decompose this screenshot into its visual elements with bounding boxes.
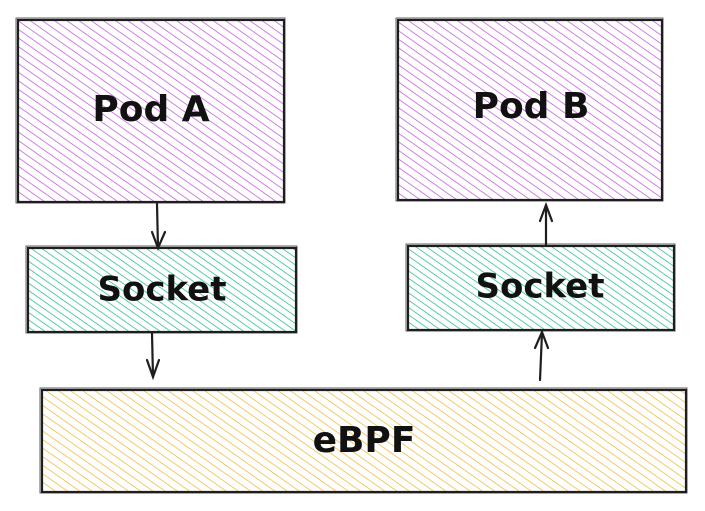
arrow-socket-b-to-pod-b — [538, 201, 554, 247]
socket-b-label: Socket — [475, 267, 604, 307]
socket-b-node: Socket — [405, 243, 676, 332]
pod-b-label: Pod B — [473, 86, 590, 127]
socket-a-label: Socket — [97, 270, 226, 310]
arrow-pod-a-to-socket-a — [150, 202, 167, 251]
ebpf-node: eBPF — [39, 387, 688, 494]
pod-a-node: Pod A — [15, 17, 286, 204]
pod-b-node: Pod B — [395, 17, 664, 202]
arrow-socket-a-to-ebpf — [145, 331, 161, 381]
pod-a-label: Pod A — [92, 89, 209, 130]
arrow-ebpf-to-socket-b — [533, 329, 550, 382]
socket-a-node: Socket — [25, 245, 298, 334]
ebpf-label: eBPF — [313, 420, 416, 461]
